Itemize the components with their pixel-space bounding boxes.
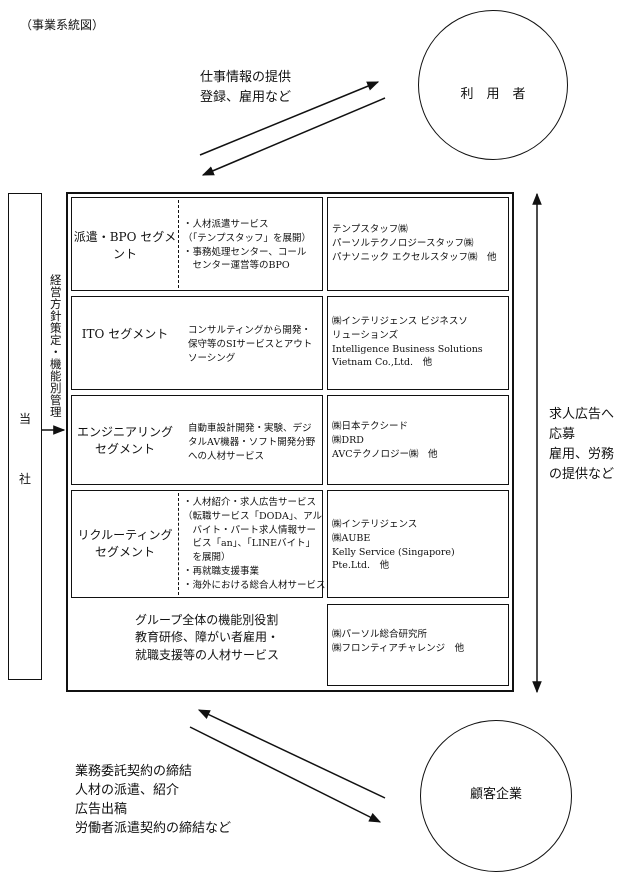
right-flow-text: 求人広告へ 応募 雇用、労務 の提供など — [549, 407, 615, 483]
segment-name: ITO セグメント — [81, 327, 169, 341]
top-flow-text: 仕事情報の提供 登録、雇用など — [200, 70, 292, 106]
segment-companies-box — [327, 197, 509, 291]
group-function-companies-box — [327, 604, 509, 686]
segment-name: 派遣・BPO セグメント — [73, 230, 177, 262]
segment-companies: ㈱インテリジェンス ビジネスソ リューションズ Intelligence Bus… — [332, 316, 483, 369]
clients-label: 顧客企業 — [469, 787, 522, 802]
segment-description: ・人材紹介・求人広告サービス （転職サービス「DODA」、アル バイト・パート求… — [183, 497, 326, 591]
segment-name: リクルーティング セグメント — [77, 528, 173, 560]
segment-companies-box — [327, 296, 509, 390]
arrow-to-group — [197, 709, 386, 799]
segment-companies: テンプスタッフ㈱ パーソルテクノロジースタッフ㈱ パナソニック エクセルスタッフ… — [332, 224, 497, 263]
group-function-text: グループ全体の機能別役割 教育研修、障がい者雇用・ 就職支援等の人材サービス — [135, 613, 280, 662]
company-label-top: 当 — [18, 412, 31, 426]
segment-box — [71, 490, 323, 598]
bottom-flow-text: 業務委託契約の締結 人材の派遣、紹介 広告出稿 労働者派遣契約の締結など — [75, 764, 232, 836]
segment-description: ・人材派遣サービス （「テンプスタッフ」を展開） ・事務処理センター、コール セ… — [183, 219, 311, 272]
segment-divider — [178, 200, 179, 288]
arrow-to-clients — [189, 726, 382, 823]
segment-box — [71, 197, 323, 291]
segment-description: コンサルティングから開発・ 保守等のSIサービスとアウト ソーシング — [188, 325, 313, 364]
segment-companies-box — [327, 395, 509, 485]
users-label: 利 用 者 — [460, 87, 526, 102]
header-label: （事業系統図） — [20, 18, 105, 32]
arrow-from-users — [201, 97, 386, 176]
arrow-to-users — [199, 81, 380, 156]
segment-companies-box — [327, 490, 509, 598]
management-label: 経営方針策定・機能別管理 — [48, 274, 63, 418]
segment-companies: ㈱日本テクシード ㈱DRD AVCテクノロジー㈱ 他 — [332, 421, 438, 460]
company-box — [8, 193, 42, 680]
group-function-companies: ㈱パーソル総合研究所 ㈱フロンティアチャレンジ 他 — [332, 629, 465, 654]
segment-divider — [178, 493, 179, 595]
segment-companies: ㈱インテリジェンス ㈱AUBE Kelly Service (Singapore… — [332, 519, 455, 572]
company-label-bottom: 社 — [18, 472, 31, 486]
group-box — [66, 192, 514, 692]
segment-description: 自動車設計開発・実験、デジ タルAV機器・ソフト開発分野 への人材サービス — [188, 423, 316, 462]
segment-name: エンジニアリング セグメント — [76, 425, 173, 457]
segment-box — [71, 296, 323, 390]
users-circle — [418, 10, 568, 160]
segment-box — [71, 395, 323, 485]
clients-circle — [420, 720, 572, 872]
